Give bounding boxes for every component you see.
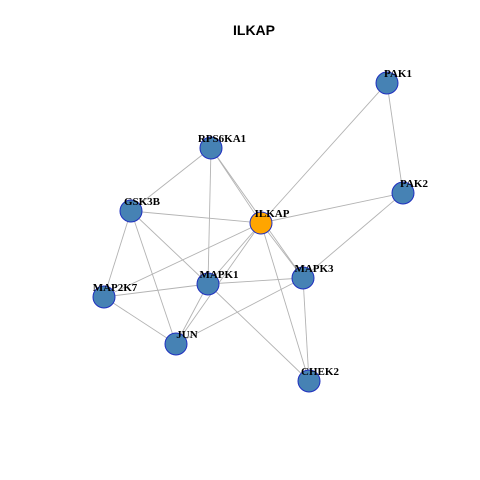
edge-ilkap-chek2: [260, 222, 310, 382]
edges-layer: [103, 82, 404, 382]
node-label-chek2: CHEK2: [301, 366, 339, 378]
node-chek2[interactable]: [297, 369, 321, 393]
node-pak2[interactable]: [391, 181, 415, 205]
edge-mapk3-chek2: [302, 277, 310, 382]
edge-ilkap-mapk3: [260, 222, 304, 279]
edge-map2k7-jun: [103, 296, 177, 345]
edge-mapk1-map2k7: [103, 283, 209, 298]
edge-pak1-pak2: [386, 82, 404, 194]
edge-map2k7-ilkap: [103, 222, 262, 298]
node-label-mapk1: MAPK1: [199, 269, 238, 281]
edge-rps6ka1-gsk3b: [130, 147, 212, 212]
edge-pak1-ilkap: [260, 82, 388, 224]
nodes-layer: [92, 71, 415, 393]
node-label-pak1: PAK1: [384, 68, 412, 80]
node-map2k7[interactable]: [92, 285, 116, 309]
node-label-mapk3: MAPK3: [294, 263, 334, 275]
node-rps6ka1[interactable]: [199, 136, 223, 160]
diagram-title: ILKAP: [233, 22, 275, 38]
edge-mapk1-mapk3: [207, 277, 304, 285]
node-label-rps6ka1: RPS6KA1: [198, 133, 246, 145]
node-label-gsk3b: GSK3B: [124, 196, 161, 208]
node-gsk3b[interactable]: [119, 199, 143, 223]
node-label-pak2: PAK2: [400, 178, 428, 190]
node-pak1[interactable]: [375, 71, 399, 95]
node-label-map2k7: MAP2K7: [93, 282, 138, 294]
edge-gsk3b-jun: [130, 210, 177, 345]
edge-gsk3b-ilkap: [130, 210, 262, 224]
edge-mapk3-jun: [175, 277, 304, 345]
node-ilkap[interactable]: [249, 211, 273, 235]
edge-gsk3b-map2k7: [103, 210, 132, 298]
node-mapk1[interactable]: [196, 272, 220, 296]
edge-pak2-ilkap: [260, 192, 404, 224]
edge-ilkap-mapk1: [207, 222, 262, 285]
node-label-ilkap: ILKAP: [255, 208, 290, 220]
edge-rps6ka1-mapk1: [207, 147, 212, 285]
node-label-jun: JUN: [176, 329, 197, 341]
node-mapk3[interactable]: [291, 266, 315, 290]
edge-gsk3b-mapk1: [130, 210, 209, 285]
edge-mapk1-chek2: [207, 283, 310, 382]
node-jun[interactable]: [164, 332, 188, 356]
edge-pak2-mapk3: [302, 192, 404, 279]
